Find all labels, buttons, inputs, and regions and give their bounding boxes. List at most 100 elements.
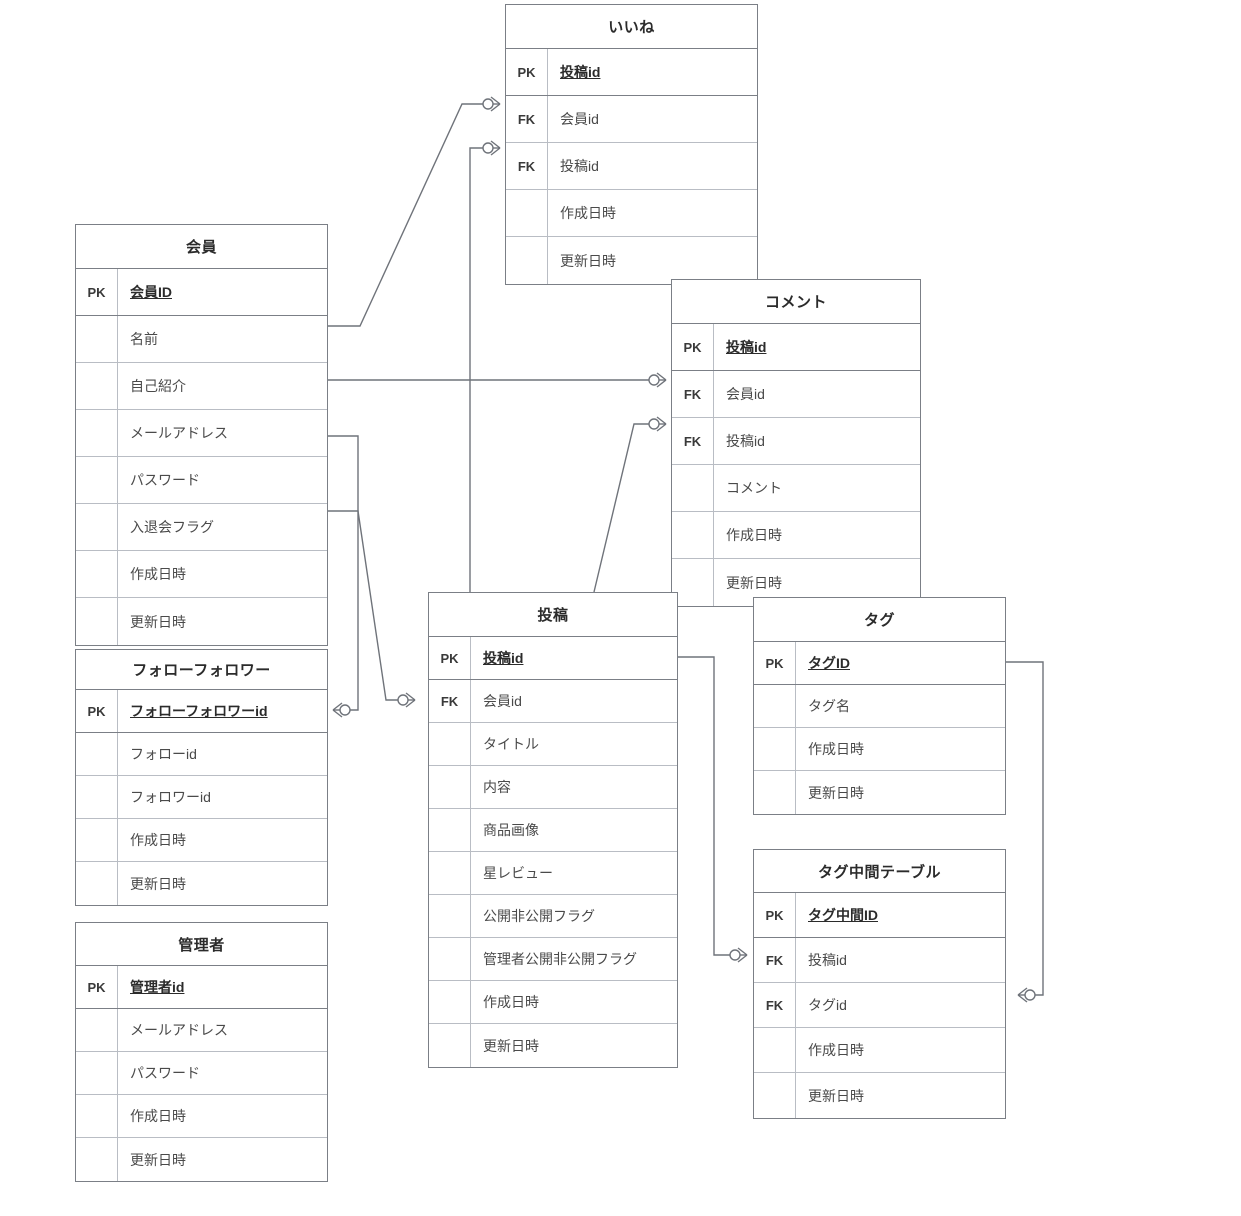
fk-badge: FK (429, 680, 471, 722)
attribute-name: 管理者公開非公開フラグ (483, 951, 637, 967)
attribute-name: 名前 (130, 331, 158, 347)
attribute-row[interactable]: 名前 (76, 316, 327, 363)
key-cell-empty (76, 1095, 118, 1137)
attribute-row[interactable]: 作成日時 (754, 728, 1005, 771)
key-cell-empty (76, 1009, 118, 1051)
attribute-row[interactable]: コメント (672, 465, 920, 512)
attribute-row[interactable]: 更新日時 (754, 1073, 1005, 1118)
attribute-row[interactable]: タグ名 (754, 685, 1005, 728)
attribute-row[interactable]: 更新日時 (76, 862, 327, 905)
attribute-row[interactable]: 商品画像 (429, 809, 677, 852)
attribute-row[interactable]: 自己紹介 (76, 363, 327, 410)
attribute-row[interactable]: 更新日時 (506, 237, 757, 284)
attribute-row[interactable]: 公開非公開フラグ (429, 895, 677, 938)
key-cell-empty (76, 1138, 118, 1181)
key-cell-empty (76, 733, 118, 775)
attribute-row[interactable]: 星レビュー (429, 852, 677, 895)
key-cell-empty (506, 190, 548, 236)
fk-badge: FK (506, 143, 548, 189)
entity-title-tagmid: タグ中間テーブル (754, 850, 1005, 893)
attribute-row[interactable]: 更新日時 (76, 1138, 327, 1181)
attribute-row[interactable]: 更新日時 (429, 1024, 677, 1067)
attribute-name: 投稿id (560, 64, 601, 80)
attribute-row[interactable]: フォロワーid (76, 776, 327, 819)
attribute-name: タグ名 (808, 698, 850, 714)
entity-title-post: 投稿 (429, 593, 677, 637)
key-cell-empty (76, 504, 118, 550)
attribute-row[interactable]: 更新日時 (76, 598, 327, 645)
attribute-row[interactable]: 内容 (429, 766, 677, 809)
key-cell-empty (429, 938, 471, 980)
attribute-row[interactable]: 作成日時 (76, 819, 327, 862)
attribute-row[interactable]: 作成日時 (506, 190, 757, 237)
attribute-row[interactable]: メールアドレス (76, 410, 327, 457)
link-kaiin-follow (328, 435, 359, 718)
key-cell-empty (506, 237, 548, 284)
attribute-name: 自己紹介 (130, 378, 186, 394)
link-kaiin-post (328, 510, 416, 708)
attribute-row[interactable]: 作成日時 (754, 1028, 1005, 1073)
link-kaiin-comment (328, 372, 667, 388)
attribute-row[interactable]: タイトル (429, 723, 677, 766)
key-cell-empty (76, 410, 118, 456)
entity-title-kaiin: 会員 (76, 225, 327, 269)
pk-badge: PK (76, 690, 118, 732)
key-cell-empty (754, 1028, 796, 1072)
attribute-row[interactable]: メールアドレス (76, 1009, 327, 1052)
pk-badge: PK (76, 966, 118, 1008)
attribute-name: 会員id (560, 111, 599, 127)
attribute-name: パスワード (130, 1065, 200, 1081)
key-cell-empty (754, 771, 796, 814)
attribute-name: 更新日時 (130, 875, 186, 892)
fk-badge: FK (672, 371, 714, 417)
attribute-row[interactable]: 作成日時 (672, 512, 920, 559)
link-tag-tagmid (1006, 661, 1044, 1003)
key-cell-empty (754, 685, 796, 727)
attribute-row[interactable]: フォローid (76, 733, 327, 776)
key-cell-empty (429, 981, 471, 1023)
attribute-row[interactable]: 入退会フラグ (76, 504, 327, 551)
attribute-row[interactable]: パスワード (76, 1052, 327, 1095)
attribute-name: 投稿id (726, 433, 765, 449)
attribute-name: 作成日時 (808, 741, 864, 757)
attribute-row[interactable]: 作成日時 (76, 551, 327, 598)
pk-badge: PK (754, 893, 796, 937)
attribute-row[interactable]: 作成日時 (429, 981, 677, 1024)
attribute-row[interactable]: 作成日時 (76, 1095, 327, 1138)
key-cell-empty (429, 895, 471, 937)
attribute-row[interactable]: 管理者公開非公開フラグ (429, 938, 677, 981)
attribute-row[interactable]: パスワード (76, 457, 327, 504)
attribute-row[interactable]: 更新日時 (754, 771, 1005, 814)
attribute-name: 公開非公開フラグ (483, 908, 595, 924)
attribute-row[interactable]: 更新日時 (672, 559, 920, 606)
attribute-name: 作成日時 (130, 832, 186, 848)
